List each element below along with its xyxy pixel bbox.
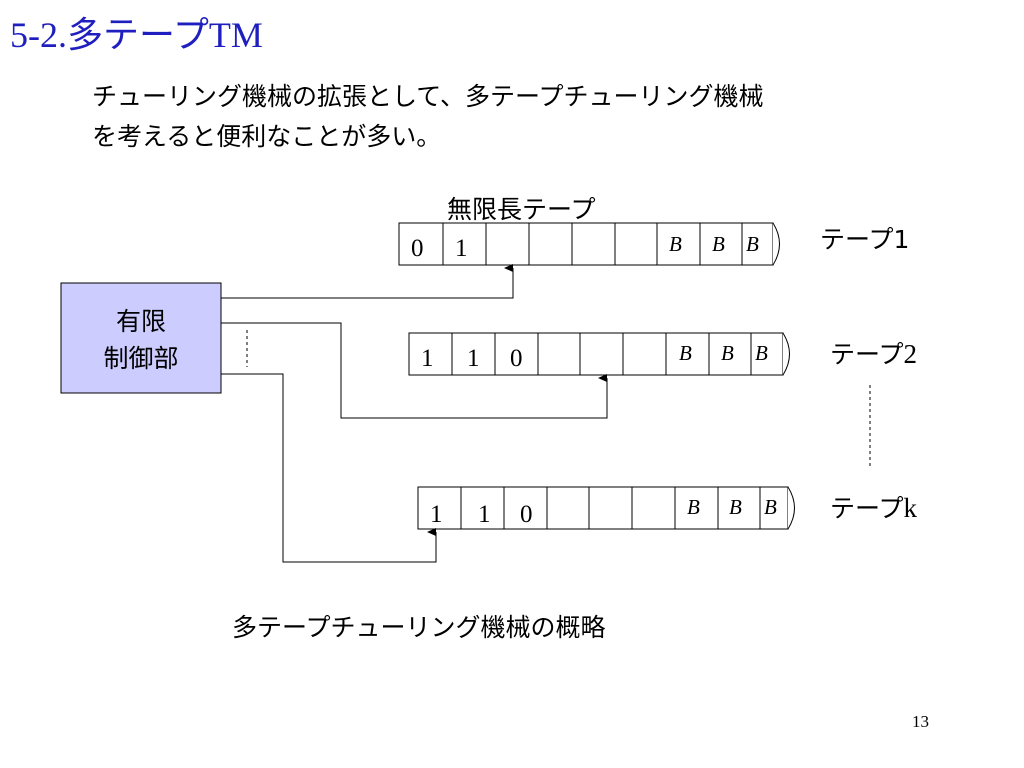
finite-control-label-line-2: 制御部 bbox=[103, 344, 178, 373]
body-text-line-1: チューリング機械の拡張として、多テープチューリング機械 bbox=[92, 82, 764, 111]
tape-k-cell-0: 1 bbox=[430, 501, 443, 528]
finite-control-box bbox=[60, 282, 222, 394]
tape-k-label-suffix: k bbox=[904, 493, 918, 523]
tape-k-blank-1: B bbox=[687, 495, 700, 519]
tape-2-frame bbox=[408, 332, 784, 376]
figure-caption: 多テープチューリング機械の概略 bbox=[232, 613, 606, 642]
tape-2-blank-1: B bbox=[679, 341, 692, 365]
tape-k-label: テープk bbox=[830, 493, 918, 523]
body-text-line-2: を考えると便利なことが多い。 bbox=[92, 122, 442, 151]
tape-2: 1 1 0 B B B bbox=[408, 332, 790, 376]
tape-1-label-prefix: テープ bbox=[820, 225, 894, 254]
tape-k-cell-1: 1 bbox=[478, 501, 491, 528]
head-line-tape-k bbox=[221, 373, 437, 563]
title-number: 5-2. bbox=[10, 15, 67, 55]
tape-k-end bbox=[787, 486, 795, 530]
tape-1-cell-0: 0 bbox=[411, 235, 424, 262]
title-tm: TM bbox=[208, 15, 263, 55]
tape-2-cell-dividers bbox=[451, 333, 752, 375]
tape-1-label-suffix: 1 bbox=[894, 225, 910, 254]
tape-2-cell-2: 0 bbox=[510, 345, 523, 372]
tape-k-frame bbox=[417, 486, 789, 530]
tape-1-frame bbox=[398, 222, 774, 266]
tape-2-blank-3: B bbox=[755, 341, 768, 365]
page-number: 13 bbox=[912, 712, 929, 731]
tape-2-cell-1: 1 bbox=[467, 345, 480, 372]
tape-k: 1 1 0 B B B bbox=[417, 486, 795, 530]
tape-1-blank-3: B bbox=[746, 232, 759, 256]
tape-k-blank-2: B bbox=[729, 495, 742, 519]
tape-2-cell-0: 1 bbox=[421, 345, 434, 372]
head-line-tape-2 bbox=[221, 322, 608, 419]
finite-control-label-line-1: 有限 bbox=[116, 307, 166, 336]
tape-k-label-prefix: テープ bbox=[830, 494, 904, 523]
tape-1-cell-1: 1 bbox=[455, 235, 468, 262]
tape-1-label: テープ1 bbox=[820, 225, 909, 254]
title-japanese: 多テープ bbox=[67, 15, 209, 56]
tape-k-cell-2: 0 bbox=[520, 501, 533, 528]
tape-1-cell-dividers bbox=[442, 223, 743, 265]
tape-2-blank-2: B bbox=[721, 341, 734, 365]
slide-title: 5-2.多テープTM bbox=[10, 12, 263, 59]
tape-header-label: 無限長テープ bbox=[447, 195, 596, 224]
head-line-tape-1 bbox=[221, 264, 514, 299]
tape-2-end bbox=[782, 332, 790, 376]
tape-2-label: テープ2 bbox=[830, 339, 917, 369]
tape-2-label-suffix: 2 bbox=[904, 339, 918, 369]
tape-1-blank-1: B bbox=[669, 232, 682, 256]
tape-1-blank-2: B bbox=[712, 232, 725, 256]
tape-k-cell-dividers bbox=[460, 487, 761, 529]
tape-1-end bbox=[772, 222, 780, 266]
tape-1: 0 1 B B B bbox=[398, 222, 780, 266]
tape-2-label-prefix: テープ bbox=[830, 340, 904, 369]
tape-k-blank-3: B bbox=[764, 495, 777, 519]
